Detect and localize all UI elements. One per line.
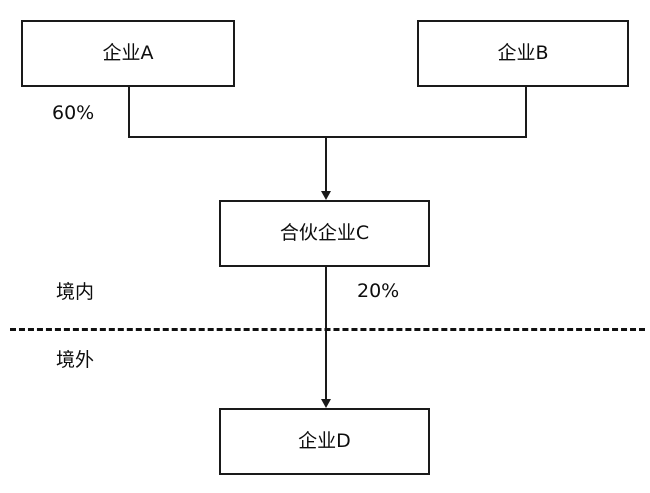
entity-node-d-label: 企业D [298, 430, 351, 452]
edge-label-percent-c-to-d: 20% [357, 280, 400, 302]
edge-b-to-merge-line [525, 86, 527, 137]
jurisdiction-divider-dashed-line [10, 328, 645, 331]
region-label-onshore: 境内 [56, 281, 95, 303]
edge-label-percent-a-to-c: 60% [52, 102, 95, 124]
arrowhead-into-d-icon [321, 399, 331, 408]
edge-a-to-merge-line [128, 86, 130, 137]
entity-node-partnership-c[interactable]: 合伙企业C [219, 200, 430, 267]
entity-node-b-label: 企业B [497, 42, 549, 64]
entity-node-d[interactable]: 企业D [219, 408, 430, 475]
entity-node-a-label: 企业A [102, 42, 154, 64]
edge-merge-bar [128, 136, 527, 138]
entity-node-partnership-c-label: 合伙企业C [279, 222, 370, 244]
edge-merge-to-c-line [325, 136, 327, 194]
arrowhead-into-c-icon [321, 191, 331, 200]
entity-node-a[interactable]: 企业A [21, 20, 235, 87]
region-label-offshore: 境外 [56, 349, 95, 371]
edge-c-to-d-line [325, 267, 327, 403]
entity-node-b[interactable]: 企业B [417, 20, 629, 87]
